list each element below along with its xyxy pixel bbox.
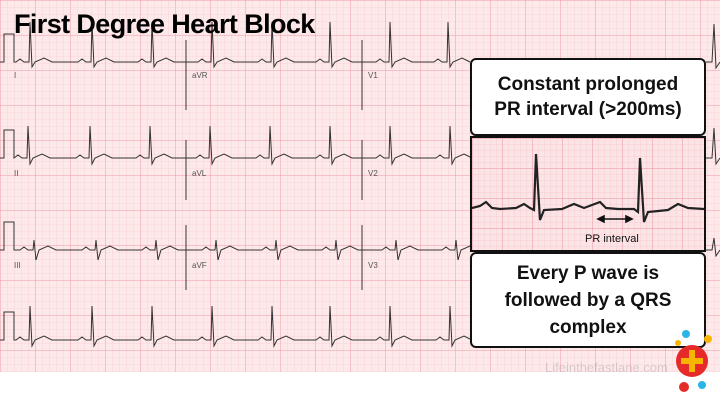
ecg-trace-edge (706, 23, 720, 70)
watermark: Lifeinthefastlane.com (545, 360, 668, 375)
ecg-trace-edge (706, 237, 720, 258)
slide-title: First Degree Heart Block (14, 9, 315, 39)
double-arrow-icon (596, 214, 634, 224)
ecg-trace-row (0, 21, 471, 69)
medical-cross-logo-icon (675, 330, 712, 392)
lead-label-iii: III (14, 261, 21, 270)
lead-labels: I aVR V1 II aVL V2 III aVF V3 (14, 71, 378, 270)
pr-interval-zoom-inset: PR interval (470, 136, 706, 252)
p-wave-qrs-callout: Every P wave is followed by a QRS comple… (470, 252, 706, 348)
ecg-trace-edge (706, 127, 720, 166)
ecg-trace-row (0, 221, 479, 261)
zoomed-ecg: PR interval (472, 138, 704, 250)
ecg-trace-row (0, 125, 473, 166)
prolonged-pr-text: Constant prolonged PR interval (>200ms) (494, 74, 682, 120)
zoomed-ecg-trace (472, 153, 704, 223)
lead-label-avl: aVL (192, 169, 207, 178)
ecg-trace-row (0, 305, 473, 348)
lead-label-avr: aVR (192, 71, 208, 80)
lead-label-v3: V3 (368, 261, 378, 270)
ecg-traces (0, 21, 720, 348)
p-wave-qrs-text: Every P wave is followed by a QRS comple… (504, 262, 672, 338)
lead-label-v1: V1 (368, 71, 378, 80)
lead-label-i: I (14, 71, 16, 80)
pr-interval-label: PR interval (585, 233, 639, 245)
prolonged-pr-callout: Constant prolonged PR interval (>200ms) (470, 58, 706, 136)
lead-label-ii: II (14, 169, 18, 178)
lead-label-v2: V2 (368, 169, 378, 178)
lead-label-avf: aVF (192, 261, 207, 270)
